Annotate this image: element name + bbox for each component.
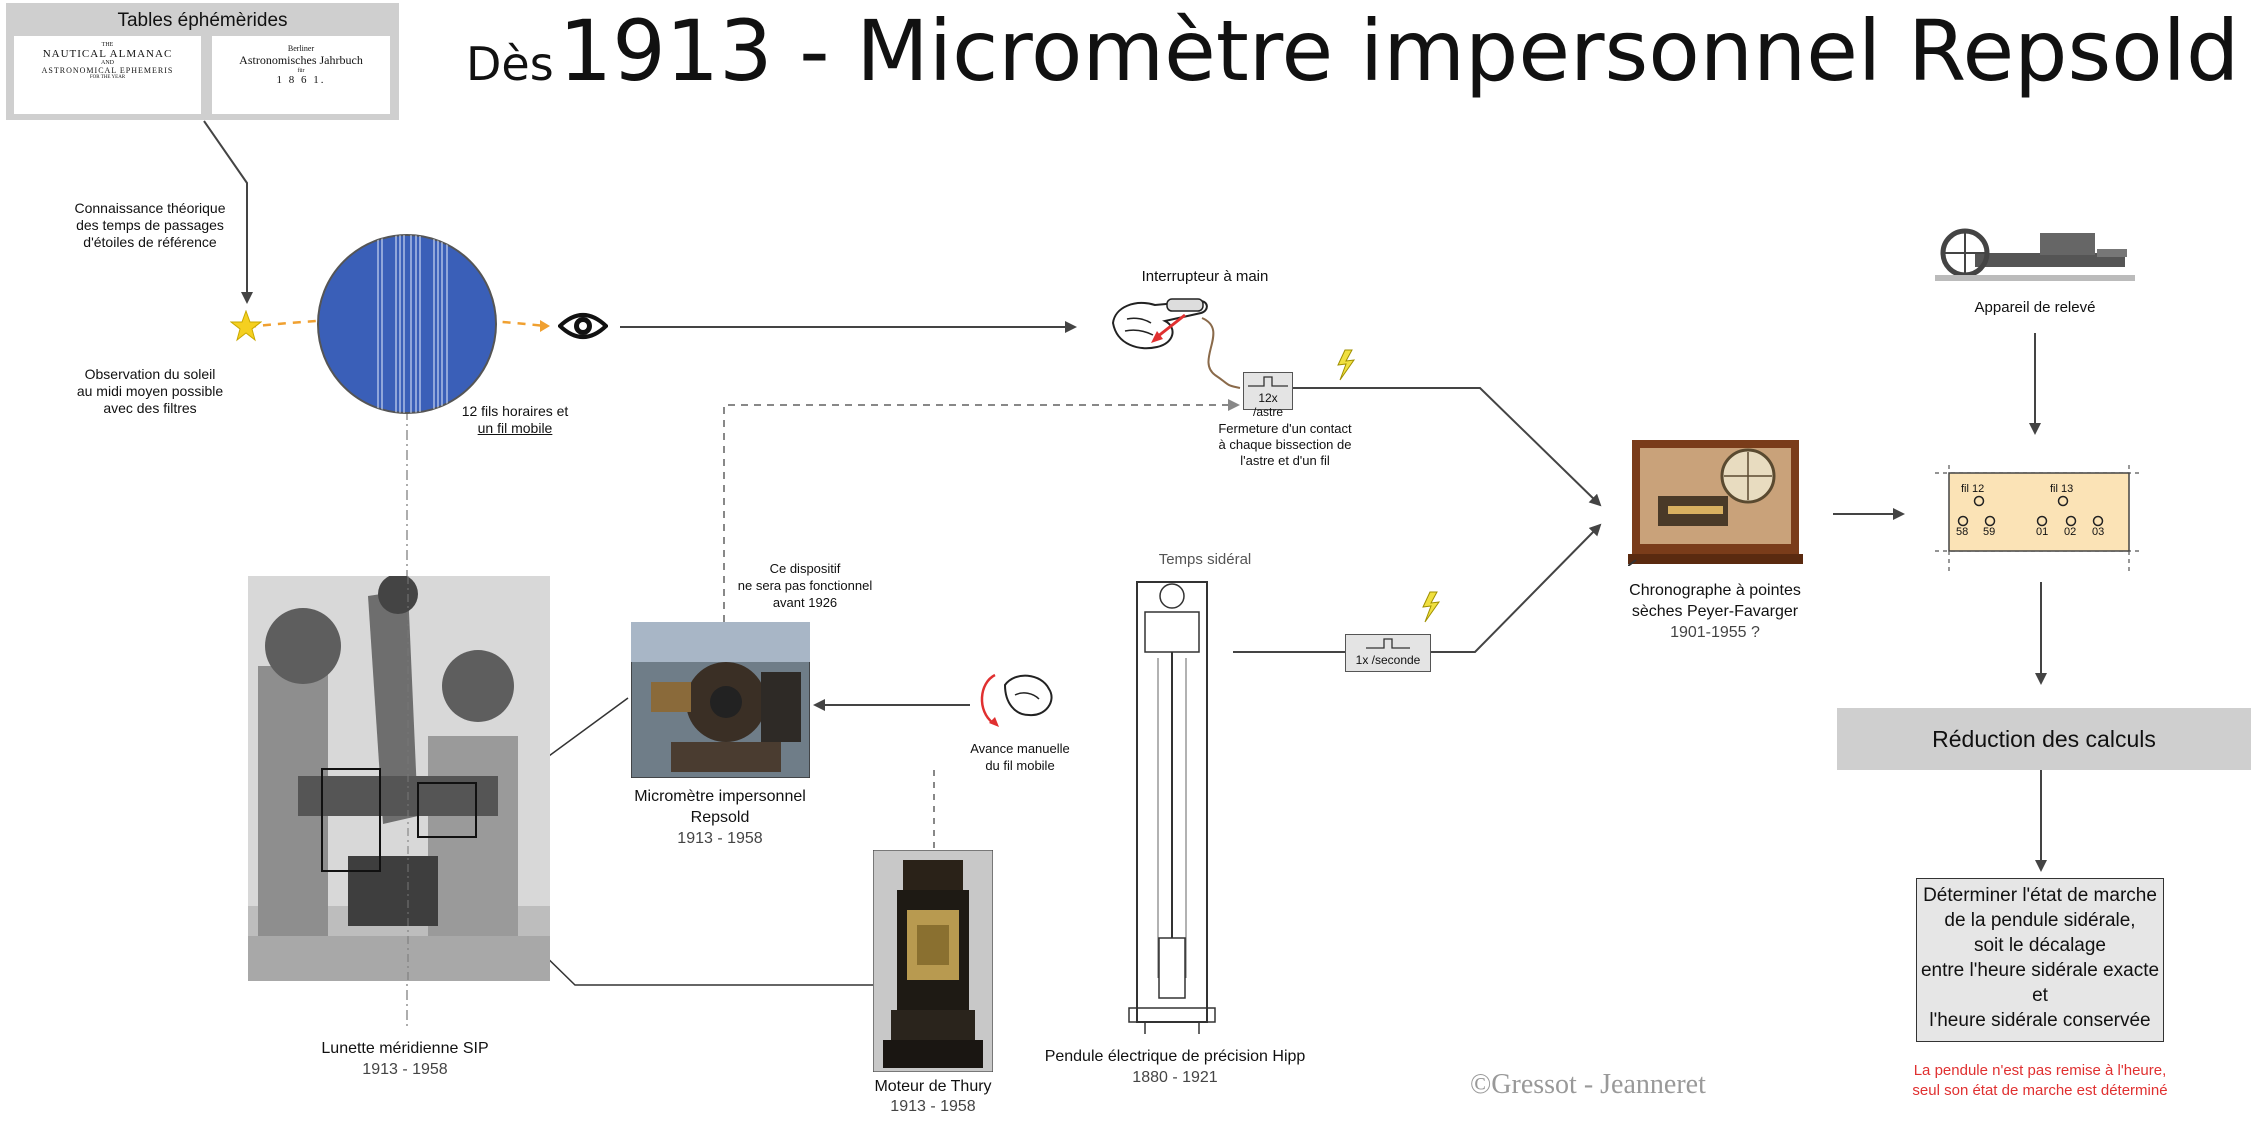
reduction-label: Réduction des calculs bbox=[1837, 708, 2251, 770]
pendule-hipp-drawing bbox=[1125, 578, 1220, 1036]
berliner-jahrbuch-cover: Berliner Astronomisches Jahrbuch für 1 8… bbox=[212, 36, 390, 114]
nautical-almanac-cover: THE NAUTICAL ALMANAC AND ASTRONOMICAL EP… bbox=[14, 36, 201, 114]
arrow-seconde-to-chrono bbox=[1430, 525, 1600, 652]
caption-fils: 12 fils horaires et un fil mobile bbox=[440, 403, 590, 437]
lightning-icon-1 bbox=[1338, 350, 1354, 380]
tape-tick-58: 58 bbox=[1956, 526, 1968, 538]
caption-moteur: Moteur de Thury 1913 - 1958 bbox=[843, 1077, 1023, 1117]
caption-pendule: Pendule électrique de précision Hipp 188… bbox=[1010, 1046, 1340, 1088]
tape-tick-02: 02 bbox=[2064, 526, 2076, 538]
tables-panel: Tables éphémèrides THE NAUTICAL ALMANAC … bbox=[6, 3, 399, 120]
title-prefix: Dès bbox=[466, 37, 554, 91]
chronograph-photo bbox=[1628, 436, 1803, 566]
tag-astre: 12x /astre bbox=[1243, 372, 1293, 410]
telescope-field-globe bbox=[316, 233, 498, 415]
manual-advance-hand-icon bbox=[975, 665, 1065, 730]
title-main: 1913 - Micromètre impersonnel Repsold bbox=[559, 2, 2240, 100]
tag-seconde: 1x /seconde bbox=[1345, 634, 1431, 672]
tape-tick-01: 01 bbox=[2036, 526, 2048, 538]
pulse-icon-2 bbox=[1346, 635, 1430, 651]
copyright: ©Gressot - Jeanneret bbox=[1470, 1069, 1706, 1101]
page-title: Dès 1913 - Micromètre impersonnel Repsol… bbox=[466, 2, 2239, 100]
moteur-thury-photo bbox=[873, 850, 993, 1072]
note-etat-de-marche: La pendule n'est pas remise à l'heure,se… bbox=[1860, 1061, 2220, 1101]
caption-lunette: Lunette méridienne SIP 1913 - 1958 bbox=[290, 1038, 520, 1080]
lightning-icon-2 bbox=[1423, 592, 1439, 622]
lunette-meridienne-photo bbox=[248, 576, 550, 981]
tape-tick-03: 03 bbox=[2092, 526, 2104, 538]
chronograph-tape bbox=[1935, 465, 2140, 575]
eye-icon bbox=[558, 308, 608, 344]
tape-fil-13: fil 13 bbox=[2050, 483, 2073, 495]
tape-fil-12: fil 12 bbox=[1961, 483, 1984, 495]
tape-tick-59: 59 bbox=[1983, 526, 1995, 538]
caption-interrupteur: Interrupteur à main bbox=[1110, 268, 1300, 285]
pulse-icon bbox=[1244, 373, 1292, 389]
tables-heading: Tables éphémèrides bbox=[6, 10, 399, 32]
caption-micrometre: Micromètre impersonnel Repsold 1913 - 19… bbox=[600, 786, 840, 849]
caption-chronographe: Chronographe à pointes sèches Peyer-Fava… bbox=[1595, 580, 1835, 643]
star-icon bbox=[230, 310, 262, 342]
caption-temps-sideral: Temps sidéral bbox=[1140, 551, 1270, 568]
reduction-box: Réduction des calculs bbox=[1837, 708, 2251, 770]
hand-switch-icon bbox=[1105, 293, 1213, 355]
caption-appareil: Appareil de relevé bbox=[1935, 299, 2135, 316]
micrometre-photo bbox=[631, 622, 810, 778]
recording-apparatus-photo bbox=[1935, 225, 2135, 285]
